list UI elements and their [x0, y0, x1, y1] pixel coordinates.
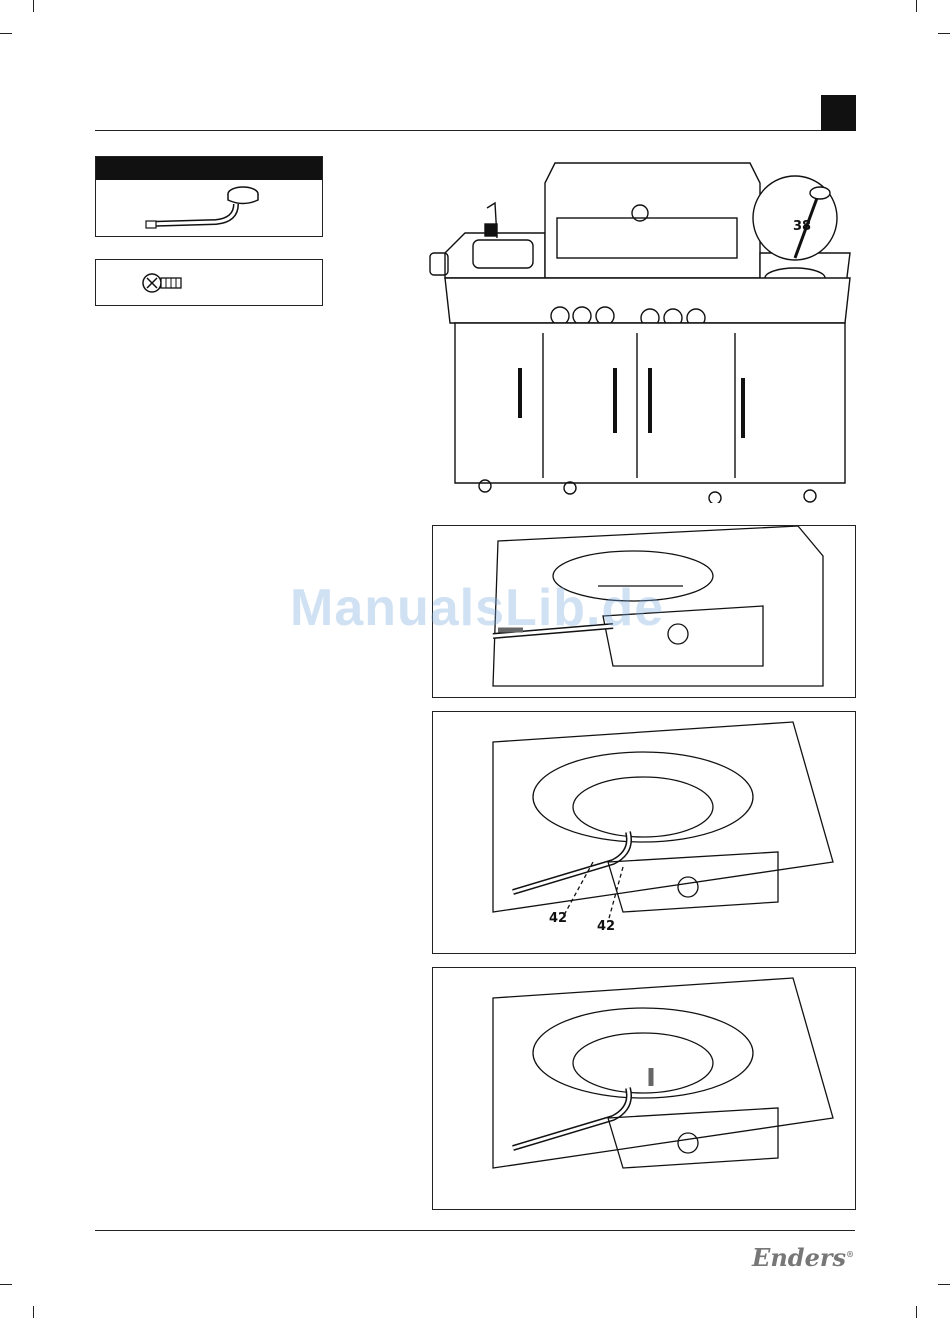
crop-mark-tl-v [33, 0, 34, 12]
part-box-burner [95, 156, 323, 237]
section-tab [821, 95, 856, 131]
part-box-screw [95, 259, 323, 306]
watermark: ManualsLib.de [290, 578, 664, 638]
crop-mark-tr-h [938, 33, 950, 34]
step-figure-2: 42 42 [432, 711, 856, 954]
crop-mark-br-h [938, 1284, 950, 1285]
burner-with-tube-icon [96, 180, 322, 236]
step-figure-3 [432, 967, 856, 1210]
callout-38: 38 [793, 219, 811, 234]
crop-mark-tl-h [0, 33, 12, 34]
crop-mark-bl-h [0, 1284, 12, 1285]
crop-mark-bl-v [33, 1306, 34, 1318]
part-box-header [96, 157, 322, 180]
header-rule [95, 130, 855, 131]
brand-name: Enders [752, 1243, 846, 1272]
footer-rule [95, 1230, 855, 1231]
brand-mark: ® [846, 1249, 854, 1259]
callout-42-right: 42 [597, 919, 615, 934]
callout-42-left: 42 [549, 911, 567, 926]
crop-mark-br-v [916, 1306, 917, 1318]
grill-overview-figure: 38 [425, 158, 857, 503]
phillips-screw-icon [96, 260, 322, 305]
brand-logo: Enders® [752, 1243, 854, 1272]
crop-mark-tr-v [916, 0, 917, 12]
